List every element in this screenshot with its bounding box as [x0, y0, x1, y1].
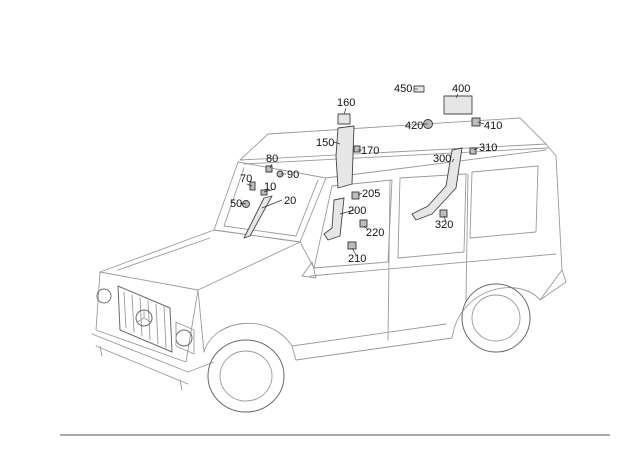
interior-parts	[242, 85, 481, 250]
part-clip-410	[471, 117, 481, 127]
callout-170: 170	[361, 145, 379, 157]
callout-450: 450	[394, 83, 412, 95]
callout-200: 200	[348, 205, 366, 217]
callout-10: 10	[264, 181, 276, 193]
callout-310: 310	[479, 142, 497, 154]
callout-300: 300	[433, 153, 451, 165]
callout-400: 400	[452, 83, 470, 95]
part-clip-210	[347, 241, 357, 250]
callout-410: 410	[484, 120, 502, 132]
callout-160: 160	[337, 97, 355, 109]
callout-70: 70	[240, 173, 252, 185]
callout-420: 420	[405, 120, 423, 132]
part-clip-220	[359, 219, 368, 228]
leader-lines	[239, 88, 485, 256]
part-bracket-160	[337, 113, 351, 125]
part-clip-170	[353, 145, 361, 153]
part-clip-310	[469, 147, 477, 155]
part-clip-205	[351, 191, 360, 200]
part-clip-320	[439, 209, 448, 218]
callout-150: 150	[316, 137, 334, 149]
callout-205: 205	[362, 188, 380, 200]
part-clip-80	[265, 165, 273, 173]
part-clip-10	[260, 189, 268, 196]
callout-220: 220	[366, 227, 384, 239]
vehicle-outline	[91, 117, 567, 413]
callout-80: 80	[266, 153, 278, 165]
callout-320: 320	[435, 219, 453, 231]
callout-20: 20	[284, 195, 296, 207]
callout-210: 210	[348, 253, 366, 265]
part-clip-70	[249, 181, 256, 191]
part-c-pillar-trim	[411, 147, 463, 221]
callout-50: 50	[230, 198, 242, 210]
part-roof-panel-400	[443, 95, 473, 115]
part-b-pillar-upper-trim	[335, 125, 355, 189]
callout-90: 90	[287, 169, 299, 181]
part-b-pillar-lower-trim	[323, 197, 345, 241]
callout-labels: 10 20 50 70 80 90 150 160 170 200 205 21…	[230, 83, 502, 265]
